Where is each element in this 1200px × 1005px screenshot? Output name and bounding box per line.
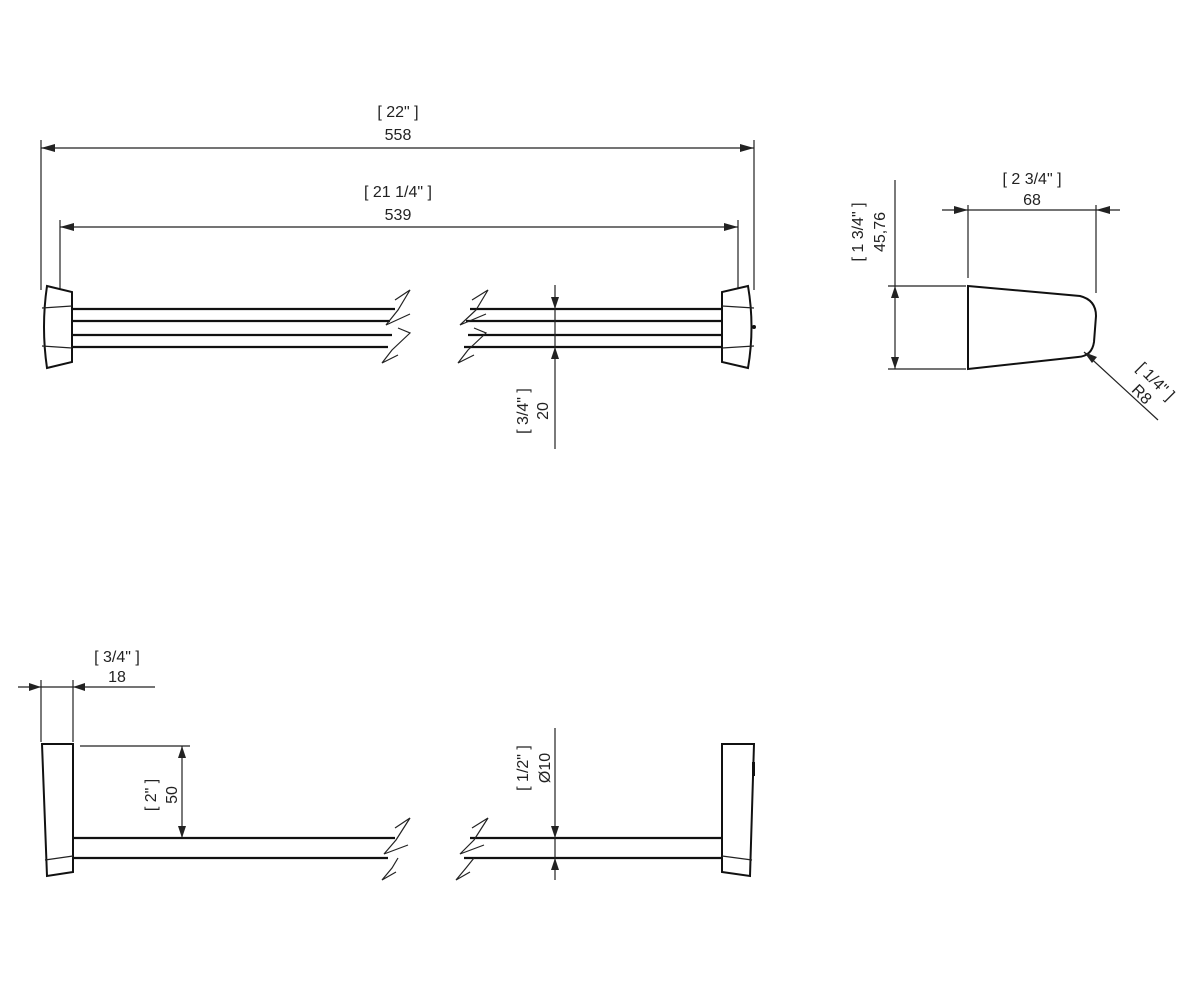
top-view: [ 3/4" ] 18 [ 2" ] 50: [18, 649, 756, 881]
right-flange-top: [721, 743, 756, 878]
dimension-depth: [ 2 3/4" ] 68: [942, 171, 1120, 214]
projection-inch: [ 2" ]: [143, 779, 160, 811]
dimension-flange-thickness: [ 3/4" ] 18: [18, 649, 155, 691]
bracket-side-profile: [967, 284, 1098, 371]
projection-mm: 50: [164, 786, 181, 804]
break-marks-top: [381, 817, 489, 881]
dimension-rod-diameter: [ 1/2" ] Ø10: [515, 728, 559, 880]
overall-width-inch: [ 22" ]: [377, 104, 418, 121]
dimension-height: [ 1 3/4" ] 45,76: [850, 180, 899, 369]
height-inch: [ 1 3/4" ]: [850, 202, 867, 261]
rod-diameter-mm: Ø10: [537, 753, 554, 783]
dimension-bar-height: [ 3/4" ] 20: [515, 285, 559, 449]
bar-height-inch: [ 3/4" ]: [515, 388, 532, 434]
break-marks-front: [381, 289, 489, 364]
rods-front-left: [72, 307, 395, 349]
dimension-inner-width: [ 21 1/4" ] 539: [60, 184, 738, 231]
left-bracket-front: [41, 284, 73, 370]
overall-width-mm: 558: [385, 127, 412, 144]
inner-width-inch: [ 21 1/4" ]: [364, 184, 432, 201]
inner-width-mm: 539: [385, 207, 412, 224]
side-view: [ 2 3/4" ] 68 [ 1 3/4" ] 45,76 [ 1/4" ] …: [850, 171, 1177, 421]
rods-front-right: [464, 307, 722, 349]
flange-thickness-inch: [ 3/4" ]: [94, 649, 140, 666]
left-flange-top: [40, 743, 74, 878]
dimension-projection: [ 2" ] 50: [80, 745, 190, 838]
front-view: [ 22" ] 558 [ 21 1/4" ] 539: [40, 104, 756, 449]
height-mm: 45,76: [872, 212, 889, 252]
depth-mm: 68: [1023, 192, 1041, 209]
right-bracket-front: [721, 284, 756, 370]
rod-top: [73, 836, 722, 860]
depth-inch: [ 2 3/4" ]: [1002, 171, 1061, 188]
dimension-overall-width: [ 22" ] 558: [41, 104, 754, 152]
flange-thickness-mm: 18: [108, 669, 126, 686]
dimension-radius: [ 1/4" ] R8: [1083, 351, 1177, 421]
bar-height-mm: 20: [535, 402, 552, 420]
rod-diameter-inch: [ 1/2" ]: [515, 745, 532, 791]
